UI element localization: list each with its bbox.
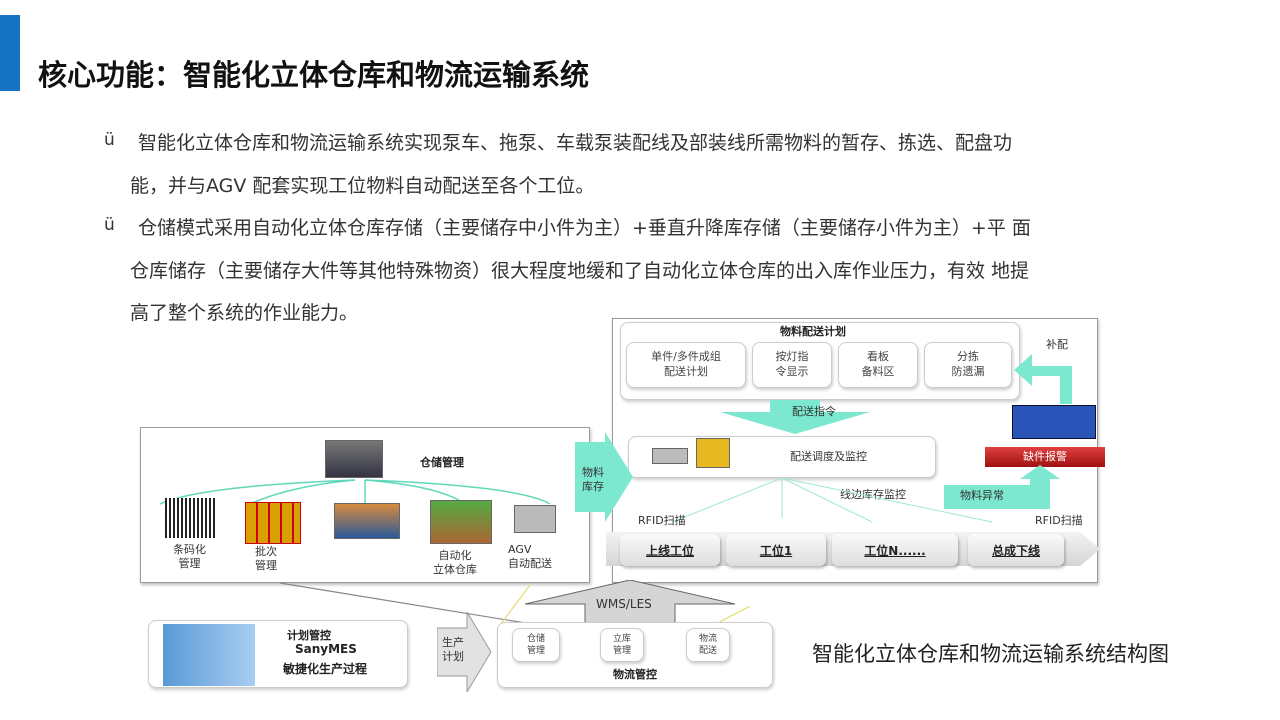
dispatch-arrow [720, 400, 870, 434]
warehouse-item-label: 批次 管理 [255, 545, 277, 573]
bullet-1-line-1: 智能化立体仓库和物流运输系统实现泵车、拖泵、车载泵装配线及部装线所需物料的暂存、… [138, 132, 1013, 154]
bullet-marker: ü [104, 130, 115, 150]
agv-image [514, 505, 556, 533]
andon-panel-image [1012, 405, 1096, 439]
station: 上线工位 [620, 534, 720, 566]
logistics-item: 仓储 管理 [512, 628, 560, 662]
agv-image [652, 448, 688, 464]
replenish-arrow [1014, 354, 1072, 404]
barcode-scanner-image [165, 498, 215, 538]
warehouse-image [325, 440, 383, 478]
exception-arrow [944, 465, 1060, 509]
station: 工位1 [726, 534, 826, 566]
logistics-item: 物流 配送 [686, 628, 730, 662]
bullet-2-line-1: 仓储模式采用自动化立体仓库存储（主要储存中小件为主）+垂直升降库存储（主要储存小… [138, 217, 1031, 239]
material-stock-label: 物料 库存 [582, 466, 604, 494]
logistics-item: 立库 管理 [600, 628, 644, 662]
forklift-image [696, 438, 730, 468]
logistics-title: 物流管控 [613, 668, 657, 681]
warehouse-item-label: 自动化 立体仓库 [433, 549, 477, 577]
dispatch-lines [671, 478, 993, 523]
mes-screenshot-image [163, 624, 255, 686]
bullet-2-line-3: 高了整个系统的作业能力。 [130, 302, 359, 324]
dispatch-monitor-label: 配送调度及监控 [790, 450, 867, 463]
production-plan-arrow [437, 612, 492, 692]
warehouse-item-label: AGV 自动配送 [508, 543, 552, 571]
wms-arrow [525, 580, 735, 625]
batch-image [245, 502, 301, 544]
bullet-2-line-2: 仓库储存（主要储存大件等其他特殊物资）很大程度地缓和了自动化立体仓库的出入库作业… [130, 260, 1030, 282]
plan-title: 物料配送计划 [780, 325, 846, 338]
plan-item: 看板 备料区 [838, 342, 918, 388]
material-exception-label: 物料异常 [960, 489, 1004, 502]
diagram-caption: 智能化立体仓库和物流运输系统结构图 [812, 642, 1169, 666]
production-plan-label: 生产 计划 [442, 636, 464, 664]
mes-line: SanyMES [295, 642, 357, 656]
shortage-alarm: 缺件报警 [985, 447, 1105, 467]
plan-item: 单件/多件成组 配送计划 [626, 342, 746, 388]
plan-item: 按灯指 令显示 [752, 342, 832, 388]
bullet-1-line-2: 能，并与AGV 配套实现工位物料自动配送至各个工位。 [130, 175, 595, 197]
mes-line: 计划管控 [287, 629, 331, 642]
station: 总成下线 [968, 534, 1064, 566]
page-title: 核心功能：智能化立体仓库和物流运输系统 [38, 58, 590, 92]
mes-line: 敏捷化生产过程 [283, 662, 368, 676]
line-inventory-label: 线边库存监控 [840, 488, 906, 501]
title-accent-bar [0, 15, 20, 91]
plan-item: 分拣 防遗漏 [924, 342, 1012, 388]
warehouse-mgmt-title: 仓储管理 [420, 456, 464, 469]
bullet-marker: ü [104, 215, 115, 235]
station: 工位N...... [832, 534, 958, 566]
shelf-image [334, 503, 400, 539]
dispatch-command-label: 配送指令 [792, 405, 836, 418]
rfid-right-label: RFID扫描 [1035, 514, 1083, 527]
material-stock-arrow [575, 432, 633, 522]
connector-lines [279, 582, 750, 628]
rfid-left-label: RFID扫描 [638, 514, 686, 527]
replenish-label: 补配 [1046, 338, 1068, 351]
asrs-image [430, 500, 492, 544]
wms-label: WMS/LES [596, 597, 652, 611]
warehouse-item-label: 条码化 管理 [173, 543, 206, 571]
